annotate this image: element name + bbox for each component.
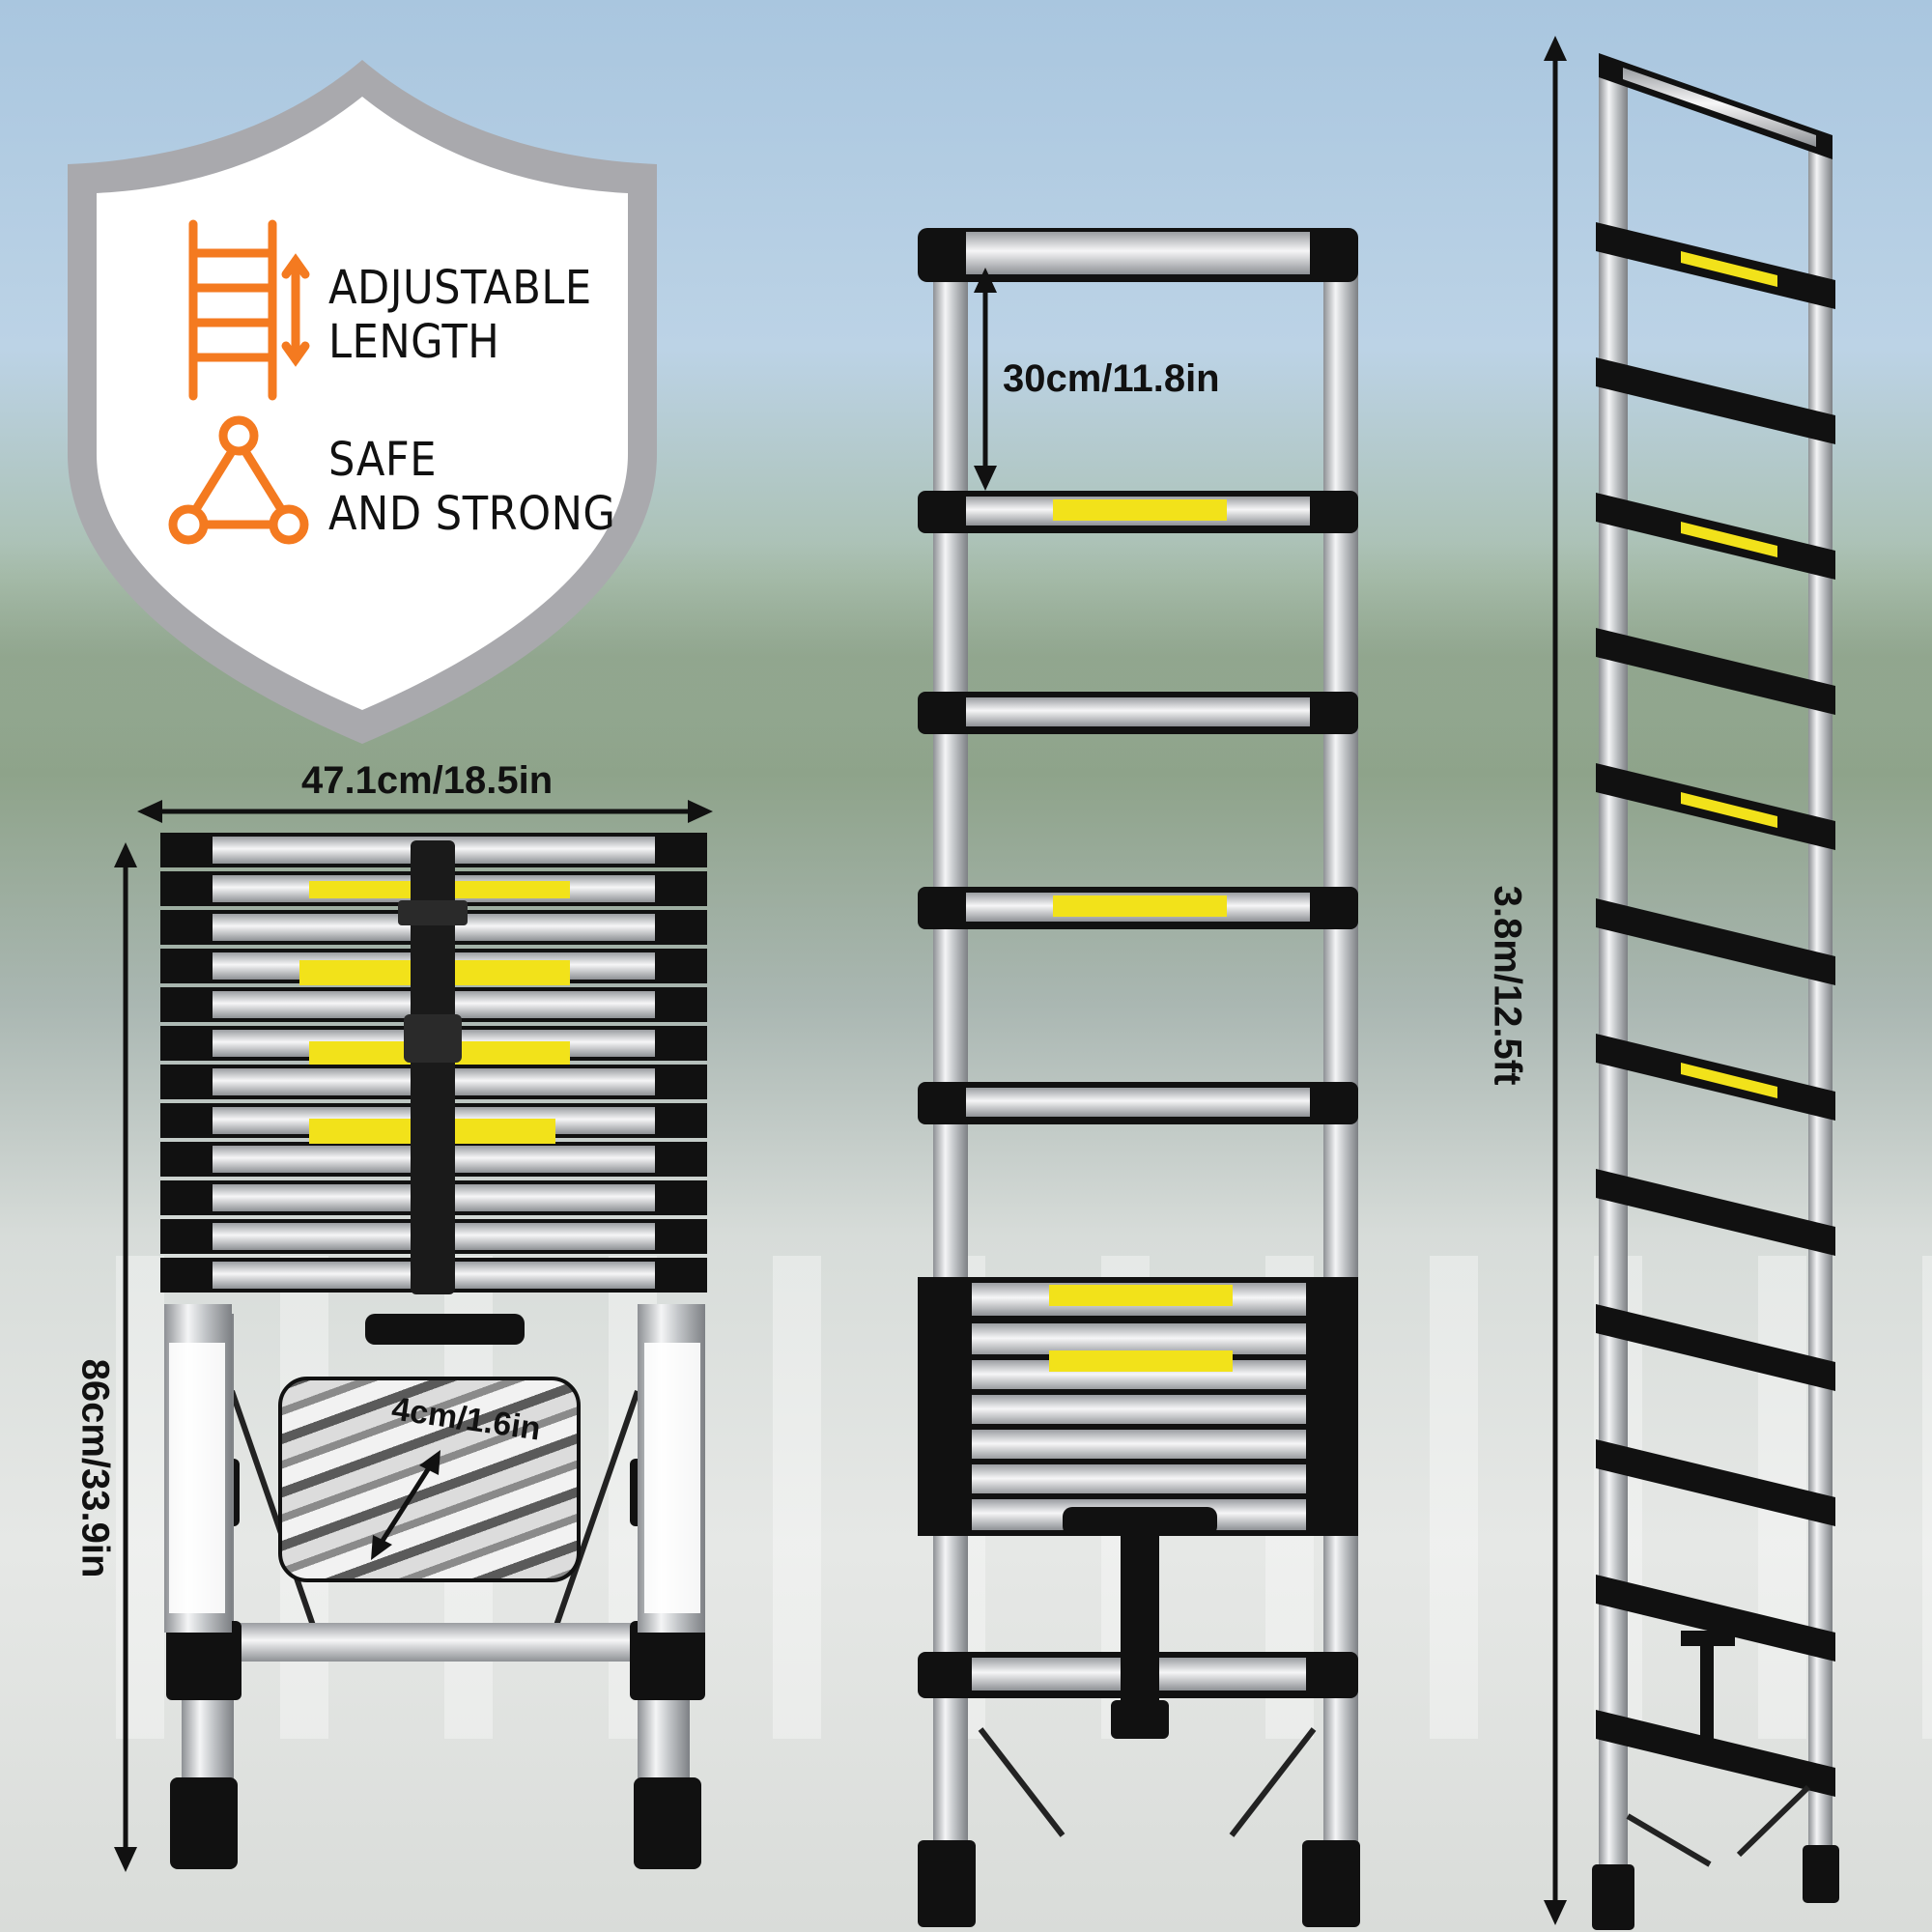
partially-extended-ladder (918, 228, 1360, 1927)
feature-safe-strong: SAFE AND STRONG (328, 433, 616, 541)
feature-adjustable-length: ADJUSTABLE LENGTH (328, 261, 592, 369)
folded-height-arrow (114, 842, 137, 1872)
width-arrow (137, 800, 713, 823)
rung-spacing-label: 30cm/11.8in (1003, 357, 1220, 400)
folded-ladder (160, 833, 707, 1869)
rung-spacing-arrow (974, 268, 997, 491)
rail-detail-inset (278, 1377, 581, 1582)
shield-badge (68, 60, 657, 744)
width-label: 47.1cm/18.5in (301, 759, 554, 802)
ladder-arrows-icon (188, 219, 310, 401)
fully-extended-ladder (1592, 53, 1839, 1930)
triangle-nodes-icon (168, 415, 309, 545)
extended-height-arrow (1544, 36, 1567, 1925)
extended-height-label: 3.8m/12.5ft (1486, 885, 1529, 1086)
folded-height-label: 86cm/33.9in (73, 1358, 117, 1578)
